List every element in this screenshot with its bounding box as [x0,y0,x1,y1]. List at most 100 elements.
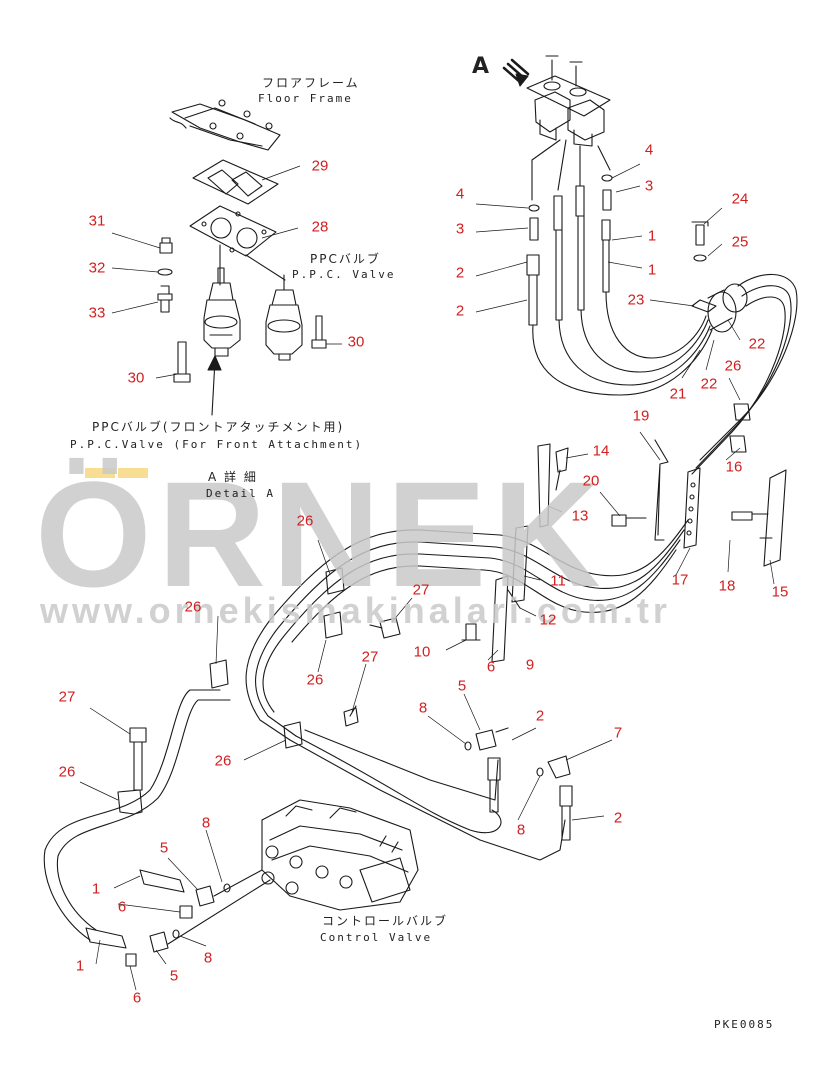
hose-1-upper [139,869,185,893]
callout-4-right: 4 [644,141,654,159]
callout-27-left: 27 [58,688,76,706]
callout-18: 18 [718,577,736,595]
control-valve [261,799,419,911]
callout-27-upper: 27 [412,581,430,599]
drawing-number: PKE0085 [714,1018,775,1031]
clamp-26-low [283,721,303,749]
bolt-27c [129,727,147,791]
detail-jp: A 詳 細 [208,470,258,484]
callout-25: 25 [731,233,749,251]
bolt-group-31-33 [157,237,173,313]
detail-en: Detail A [206,487,275,500]
seal-8-mid [536,767,544,777]
callout-12: 12 [539,611,557,629]
callout-8-top: 8 [418,699,428,717]
plate-28 [189,205,286,286]
elbow-5-mid [195,885,215,907]
callout-8-mid: 8 [516,821,526,839]
callout-4-left: 4 [455,185,465,203]
bracket-9 [491,575,521,663]
bolt-14 [555,447,569,491]
clamp-26-mid [323,567,345,639]
ppc-valve-front [203,267,241,357]
elbow-7 [547,755,571,779]
hoses-valve-left [167,869,271,945]
clamps-right [729,403,751,453]
view-a-label: A [472,54,490,79]
control-valve-jp: コントロールバルブ [322,914,449,928]
bolt-30 [173,315,327,383]
callout-30-right: 30 [347,333,365,351]
callout-13: 13 [571,507,589,525]
callout-22-right: 22 [748,335,766,353]
callout-5-top: 5 [457,677,467,695]
gasket-29 [192,159,279,205]
callout-33: 33 [88,304,106,322]
fittings-top [526,174,613,326]
ppc-valve-en: P.P.C. Valve [292,268,396,281]
bolt-20 [611,514,647,527]
callout-9: 9 [525,656,535,674]
callout-20: 20 [582,472,600,490]
watermark-url: www.ornekismakinalari.com.tr [40,590,671,631]
callout-6-left: 6 [117,898,127,916]
floor-frame-en: Floor Frame [258,92,353,105]
hose-1-lower [85,927,127,949]
ppc-valve [265,274,303,361]
bolt-27b [343,705,359,727]
callout-27-mid: 27 [361,648,379,666]
callout-8-left: 8 [201,814,211,832]
callout-19: 19 [632,407,650,425]
callout-8-low: 8 [203,949,213,967]
hose-bundle-top [532,221,798,475]
callout-29: 29 [311,157,329,175]
callout-14: 14 [592,442,610,460]
seal-8-left [223,883,231,893]
callout-26-left-upper: 26 [184,598,202,616]
leader-lines-a [531,139,611,201]
callout-32: 32 [88,259,106,277]
callout-26-center: 26 [306,671,324,689]
callout-6-mid: 6 [486,658,496,676]
callout-3-left: 3 [455,220,465,238]
callout-26-mid: 26 [296,512,314,530]
callout-16: 16 [725,458,743,476]
hose-2-right [559,785,573,841]
bracket-19 [654,439,669,541]
callout-7: 7 [613,724,623,742]
callout-2-right: 2 [613,809,623,827]
floor-frame [169,99,281,151]
callout-2-mid: 2 [535,707,545,725]
ppc-front-jp: PPCバルブ(フロントアタッチメント用) [92,420,345,434]
callout-15: 15 [771,583,789,601]
watermark-ornek [85,468,148,478]
bracket-15 [763,469,787,567]
seal-8-top [464,741,472,751]
hoses-to-valve [289,729,566,861]
callout-6-bottom: 6 [132,989,142,1007]
arrow-head [207,355,222,371]
callout-1-lower: 1 [91,880,101,898]
callout-26-far-left: 26 [58,763,76,781]
callout-17: 17 [671,571,689,589]
seal-8-low [172,929,180,939]
ppc-front-en: P.P.C.Valve (For Front Attachment) [70,438,364,451]
ppc-valve-jp: PPCバルブ [310,252,381,266]
callout-1-bottom: 1 [75,957,85,975]
callout-21: 21 [669,385,687,403]
elbow-5-top [475,727,509,751]
callout-2-second: 2 [455,302,465,320]
nut-6-mid [179,905,193,919]
callout-26-lower: 26 [214,752,232,770]
callout-1-second: 1 [647,261,657,279]
bracket-13 [537,443,551,528]
callout-26-right: 26 [724,357,742,375]
callout-24: 24 [731,190,749,208]
callout-3-right: 3 [644,177,654,195]
callout-10: 10 [413,643,431,661]
callout-31: 31 [88,212,106,230]
callout-11: 11 [550,572,566,590]
callout-28: 28 [311,218,329,236]
bolt-27a [369,617,401,639]
